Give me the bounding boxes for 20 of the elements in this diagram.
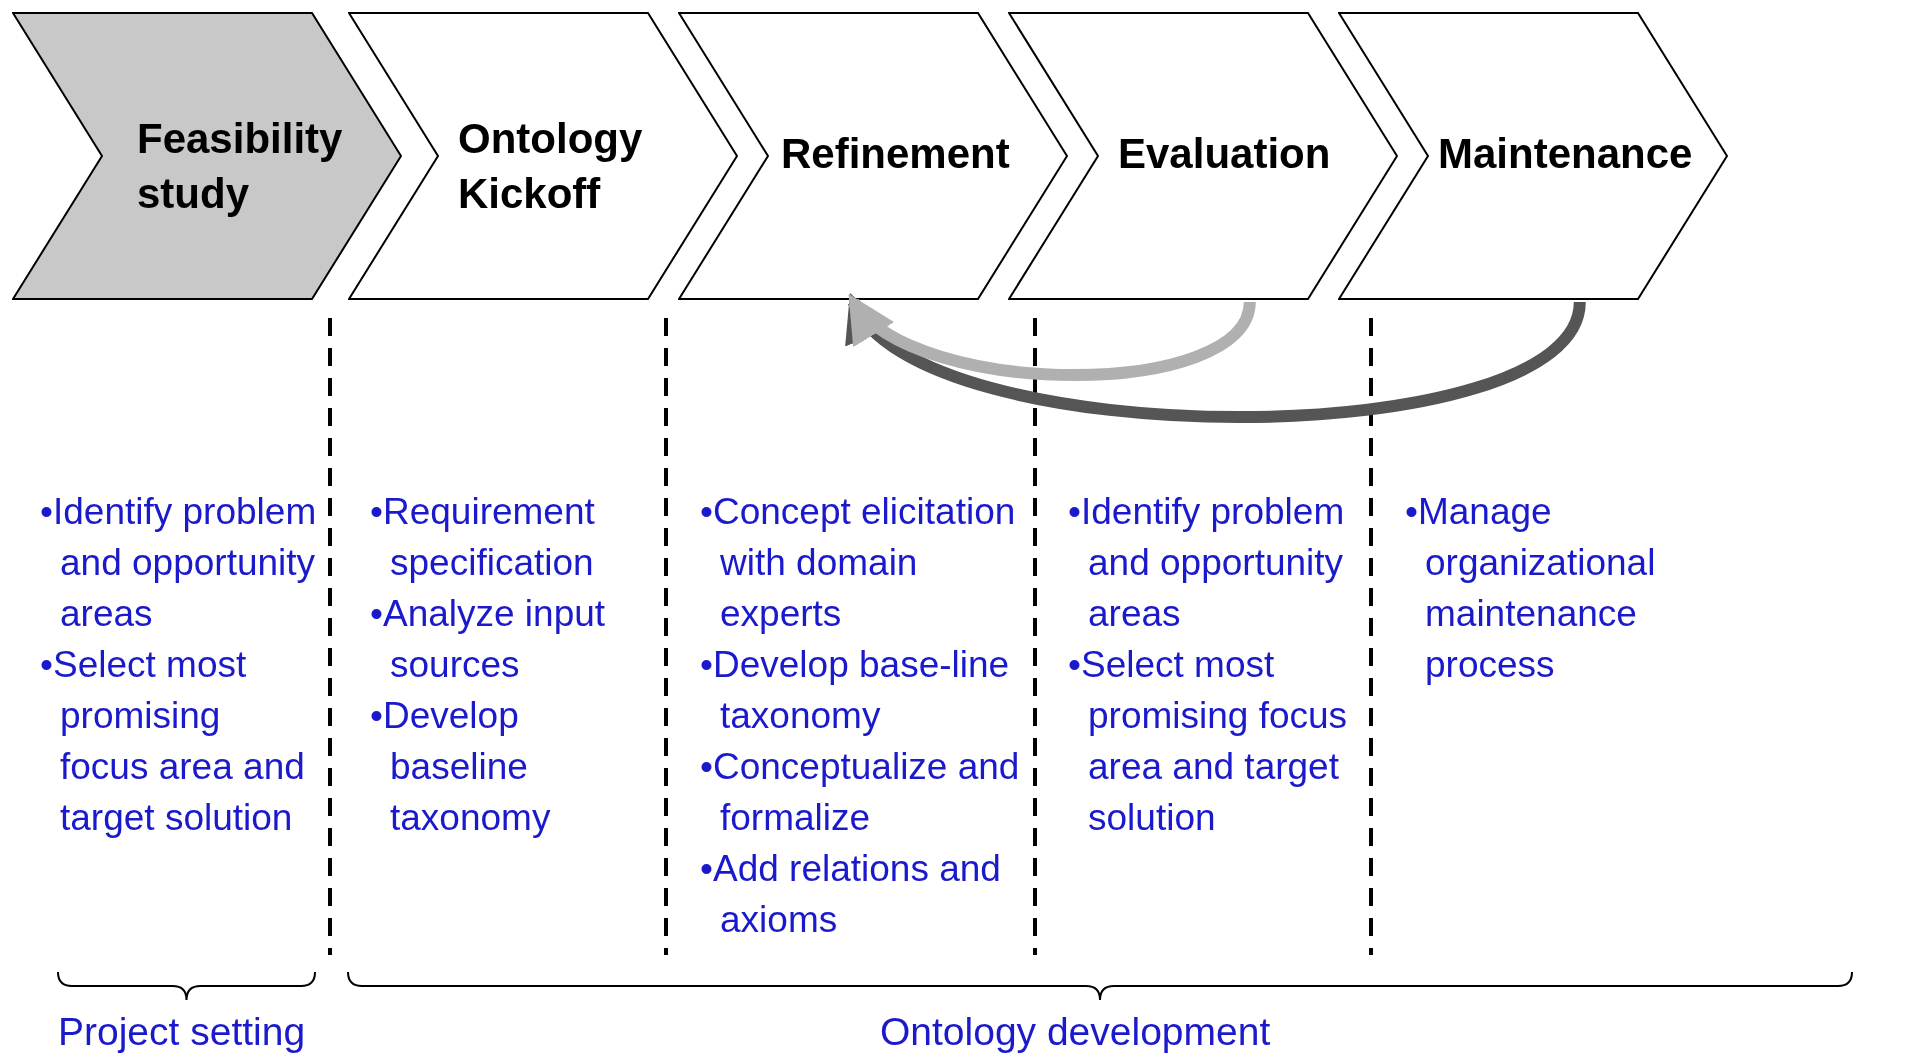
- phase-label: Ontology development: [880, 1010, 1271, 1054]
- bullet-item: •Develop baseline taxonomy: [370, 694, 552, 840]
- cycle-arrow: [847, 294, 1256, 381]
- step-label: Evaluation: [1118, 129, 1332, 179]
- step-label: Feasibility study: [137, 114, 344, 219]
- bullet-item: •Select most promising focus area and target solution: [40, 643, 306, 840]
- bullet-item: •Select most promising focus area and target solution: [1068, 643, 1349, 840]
- bullet-item: •Manage organizational maintenance process: [1405, 490, 1657, 687]
- step-label: Refinement: [781, 129, 1011, 179]
- bullet-item: •Develop base-line taxonomy: [700, 643, 1011, 738]
- bullet-item: •Add relations and axioms: [700, 847, 1002, 942]
- bullet-item: •Requirement specification: [370, 490, 596, 585]
- bullet-item: •Analyze input sources: [370, 592, 607, 687]
- cycle-arrow: [847, 294, 1586, 423]
- bullet-item: •Concept elicitation with domain experts: [700, 490, 1017, 636]
- bullet-item: •Identify problem and opportunity areas: [40, 490, 318, 636]
- phase-label: Project setting: [58, 1010, 306, 1054]
- step-label: Ontology Kickoff: [458, 114, 644, 219]
- bullet-item: •Identify problem and opportunity areas: [1068, 490, 1346, 636]
- bullet-item: •Conceptualize and formalize: [700, 745, 1021, 840]
